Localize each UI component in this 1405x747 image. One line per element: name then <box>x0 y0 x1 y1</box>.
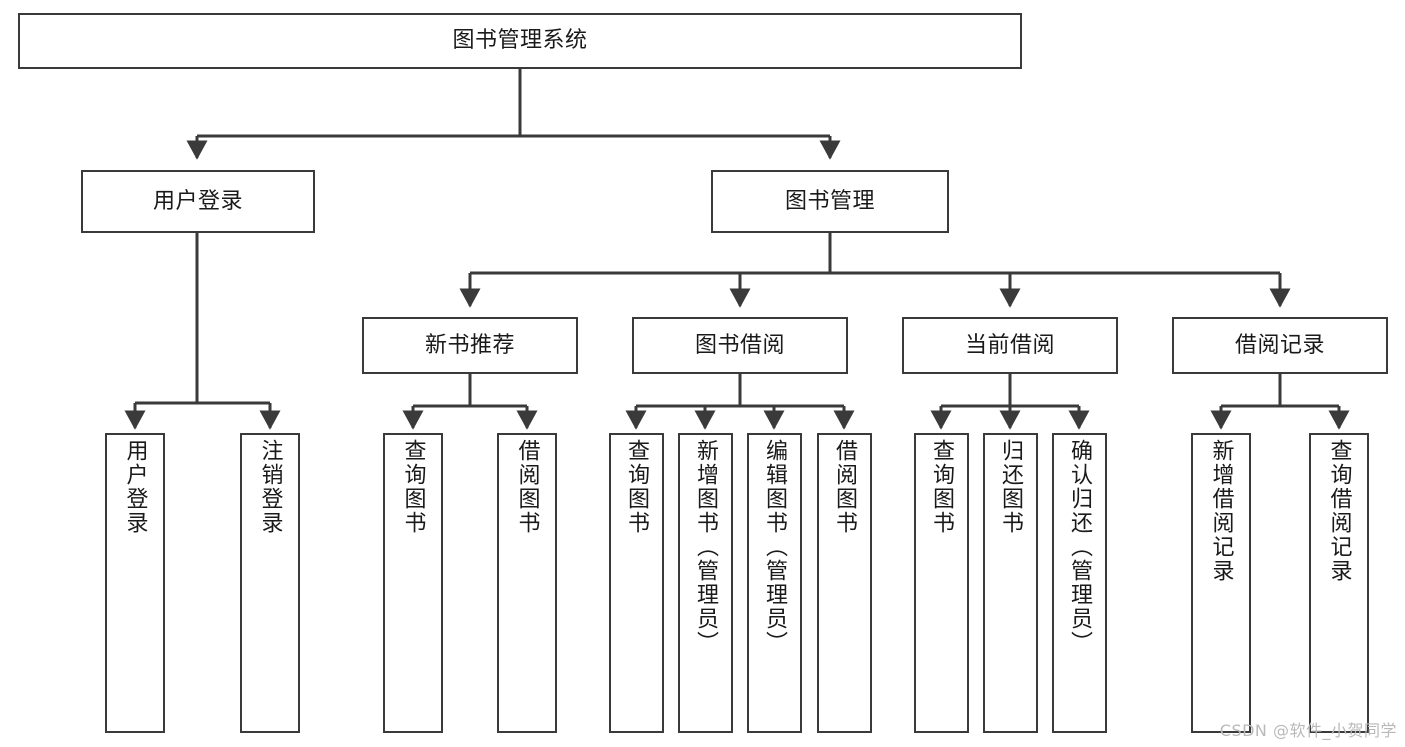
node-current-borrow-label: 当前借阅 <box>964 332 1055 358</box>
node-leaf-edit-book-label: 编辑图书（管理员） <box>762 439 788 655</box>
node-leaf-query-book-2[interactable]: 查询图书 <box>609 433 664 733</box>
node-leaf-user-logout[interactable]: 注销登录 <box>240 433 300 733</box>
node-user-login[interactable]: 用户登录 <box>81 170 315 233</box>
node-leaf-query-record[interactable]: 查询借阅记录 <box>1309 433 1369 733</box>
node-borrow-record[interactable]: 借阅记录 <box>1172 317 1388 374</box>
node-leaf-confirm-return[interactable]: 确认归还（管理员） <box>1052 433 1107 733</box>
node-borrow-record-label: 借阅记录 <box>1234 332 1325 358</box>
node-book-borrow[interactable]: 图书借阅 <box>632 317 848 374</box>
csdn-watermark: CSDN @软件_小贺同学 <box>1219 721 1397 740</box>
node-leaf-borrow-book-2-label: 借阅图书 <box>832 439 858 535</box>
node-leaf-return-book[interactable]: 归还图书 <box>983 433 1038 733</box>
node-leaf-add-record-label: 新增借阅记录 <box>1208 439 1234 583</box>
node-leaf-edit-book[interactable]: 编辑图书（管理员） <box>747 433 802 733</box>
node-root-label: 图书管理系统 <box>452 28 588 54</box>
node-leaf-query-record-label: 查询借阅记录 <box>1326 439 1352 583</box>
node-new-book-rec[interactable]: 新书推荐 <box>362 317 578 374</box>
node-root[interactable]: 图书管理系统 <box>18 13 1022 69</box>
node-leaf-borrow-book-1-label: 借阅图书 <box>514 439 540 535</box>
node-book-borrow-label: 图书借阅 <box>694 332 785 358</box>
node-leaf-add-record[interactable]: 新增借阅记录 <box>1191 433 1251 733</box>
node-leaf-query-book-2-label: 查询图书 <box>624 439 650 535</box>
node-leaf-return-book-label: 归还图书 <box>998 439 1024 535</box>
node-leaf-user-login-label: 用户登录 <box>122 439 148 535</box>
node-leaf-query-book-3-label: 查询图书 <box>929 439 955 535</box>
node-leaf-borrow-book-2[interactable]: 借阅图书 <box>817 433 872 733</box>
node-leaf-user-logout-label: 注销登录 <box>257 439 283 535</box>
node-leaf-query-book-1[interactable]: 查询图书 <box>383 433 443 733</box>
node-current-borrow[interactable]: 当前借阅 <box>902 317 1118 374</box>
node-book-manage-label: 图书管理 <box>784 188 875 214</box>
node-new-book-rec-label: 新书推荐 <box>424 332 515 358</box>
node-leaf-add-book[interactable]: 新增图书（管理员） <box>678 433 733 733</box>
node-user-login-label: 用户登录 <box>152 188 243 214</box>
node-leaf-user-login[interactable]: 用户登录 <box>105 433 165 733</box>
node-book-manage[interactable]: 图书管理 <box>711 170 949 233</box>
node-leaf-query-book-3[interactable]: 查询图书 <box>914 433 969 733</box>
node-leaf-confirm-return-label: 确认归还（管理员） <box>1067 439 1093 655</box>
node-leaf-add-book-label: 新增图书（管理员） <box>693 439 719 655</box>
node-leaf-borrow-book-1[interactable]: 借阅图书 <box>497 433 557 733</box>
node-leaf-query-book-1-label: 查询图书 <box>400 439 426 535</box>
